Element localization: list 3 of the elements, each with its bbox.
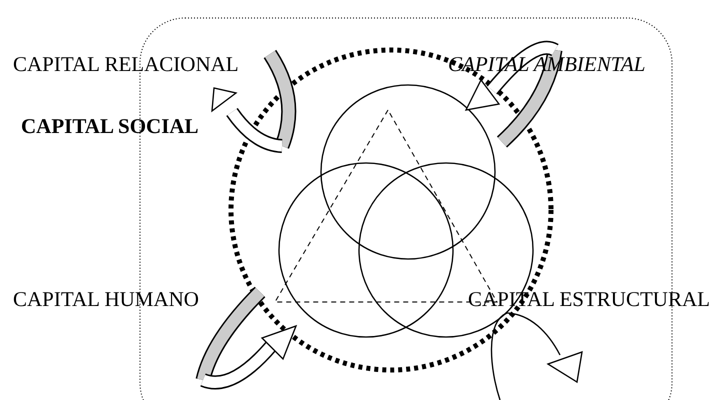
capital-label: CAPITAL SOCIAL xyxy=(21,116,199,137)
capital-label: CAPITAL HUMANO xyxy=(13,289,199,310)
capital-label: CAPITAL RELACIONAL xyxy=(13,54,239,75)
